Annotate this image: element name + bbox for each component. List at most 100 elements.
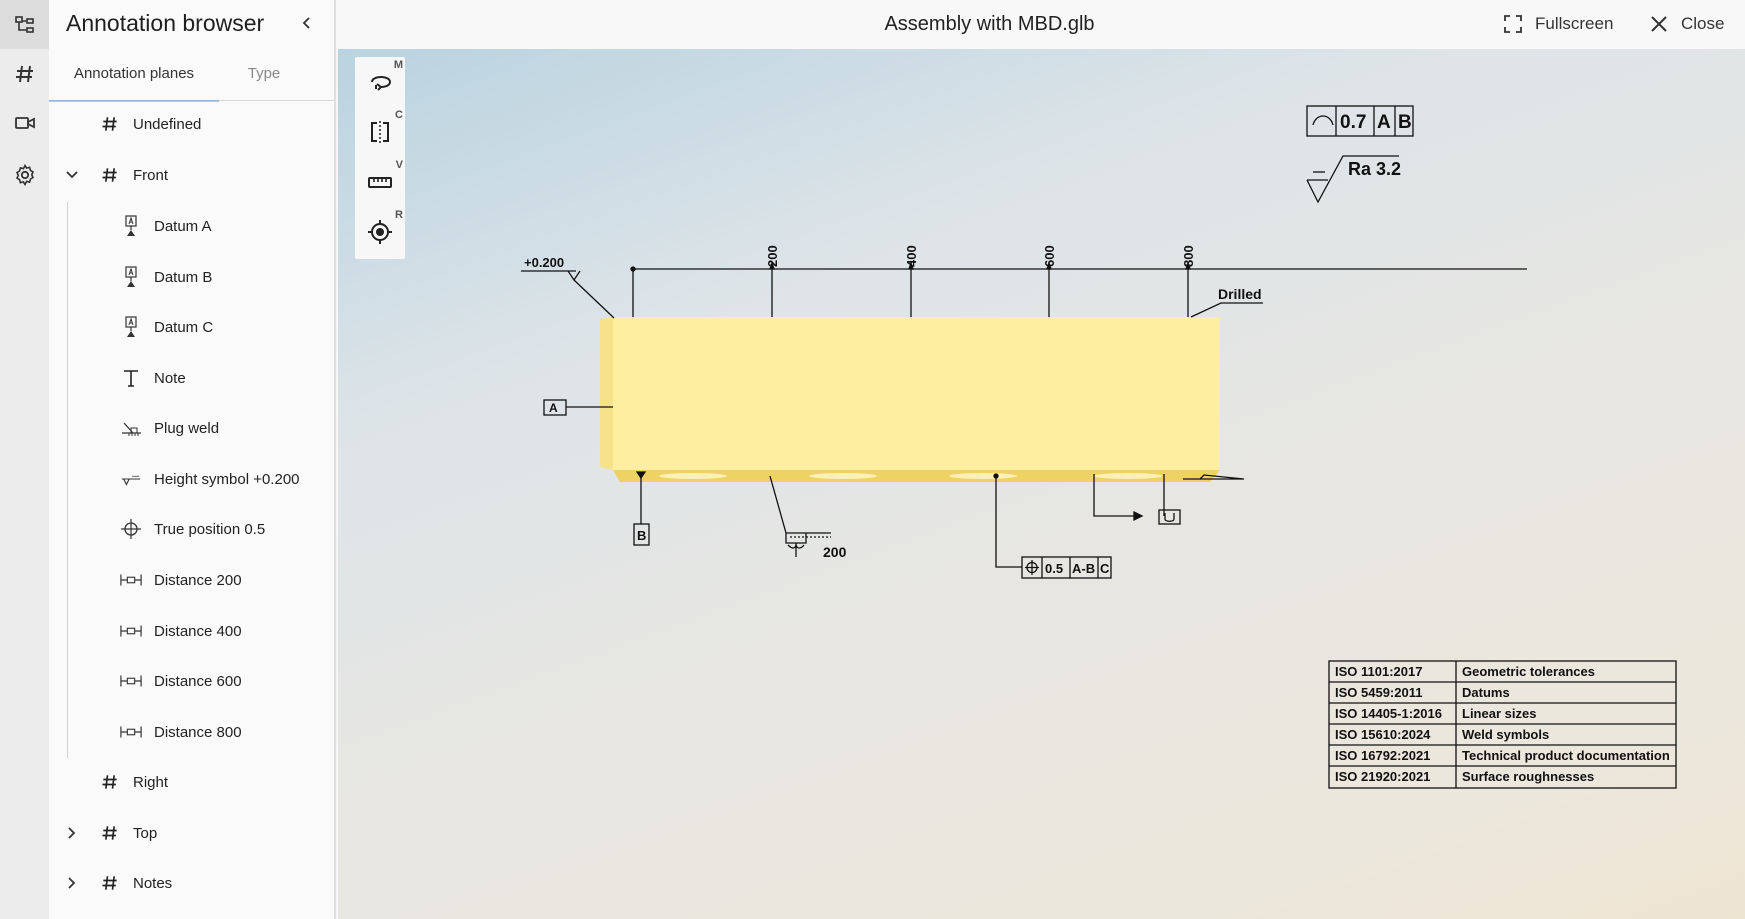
datum-icon <box>120 215 142 237</box>
weld-value-text: 200 <box>823 544 847 560</box>
hole-marker <box>1094 473 1162 479</box>
dimension-400-text: 400 <box>904 245 919 267</box>
feature-leader-annotation[interactable] <box>1093 474 1245 525</box>
standard-desc: Surface roughnesses <box>1462 769 1594 784</box>
datum-b-label: B <box>637 528 646 543</box>
tree-item-distance-800[interactable]: Distance 800 <box>49 712 334 752</box>
height-symbol-text: +0.200 <box>524 255 564 270</box>
tree-item-label: Distance 200 <box>154 571 242 589</box>
fullscreen-button[interactable]: Fullscreen <box>1503 0 1613 48</box>
tree-item-front[interactable]: Front <box>49 155 334 195</box>
standard-desc: Weld symbols <box>1462 727 1549 742</box>
clipping-tool-button[interactable]: C <box>355 107 405 157</box>
annotation-browser-button[interactable] <box>0 49 49 98</box>
tree-item-label: Plug weld <box>154 419 220 437</box>
tree-item-label: Datum B <box>154 268 213 286</box>
part-side-face <box>600 317 613 470</box>
tab-type[interactable]: Type <box>247 65 281 82</box>
tree-item-distance-600[interactable]: Distance 600 <box>49 661 334 701</box>
tree-item-undefined[interactable]: Undefined <box>49 104 334 144</box>
tree-item-top[interactable]: Top <box>49 813 334 853</box>
chevron-right-icon[interactable] <box>64 825 80 841</box>
profile-datum-b: B <box>1398 112 1412 133</box>
hash-icon <box>99 771 121 793</box>
chevron-down-icon[interactable] <box>64 167 80 183</box>
settings-button[interactable] <box>0 150 49 199</box>
camera-views-button[interactable] <box>0 98 49 147</box>
close-button[interactable]: Close <box>1649 0 1724 48</box>
surface-roughness-symbol[interactable] <box>1306 155 1399 204</box>
tree-item-distance-400[interactable]: Distance 400 <box>49 611 334 651</box>
tree-item-label: Top <box>133 824 158 842</box>
document-title: Assembly with MBD.glb <box>884 13 1095 35</box>
hole-marker <box>949 473 1017 479</box>
tab-annotation-planes[interactable]: Annotation planes <box>49 50 219 102</box>
part-front-face <box>613 317 1220 470</box>
chevron-right-icon[interactable] <box>64 875 80 891</box>
video-camera-icon <box>14 116 35 129</box>
fullscreen-label: Fullscreen <box>1535 14 1614 33</box>
datum-icon <box>120 266 142 288</box>
measure-tool-button[interactable]: V <box>355 157 405 207</box>
standard-desc: Technical product documentation <box>1462 748 1670 763</box>
plug-weld-annotation[interactable] <box>769 475 831 557</box>
tree-item-true-position[interactable]: True position 0.5 <box>49 509 334 549</box>
tree-item-notes[interactable]: Notes <box>49 863 334 903</box>
datum-b-annotation[interactable] <box>633 471 650 546</box>
section-plane-icon <box>371 121 389 143</box>
hash-icon <box>99 113 121 135</box>
tree-item-datum-a[interactable]: Datum A <box>49 206 334 246</box>
distance-icon <box>120 569 142 591</box>
model-scene: +0.200 200 400 600 800 Drilled A B 200 0… <box>521 105 1677 789</box>
model-tree-button[interactable] <box>0 0 49 49</box>
standard-code: ISO 14405-1:2016 <box>1335 706 1442 721</box>
hierarchy-icon <box>14 15 34 33</box>
tree-item-plug-weld[interactable]: Plug weld <box>49 408 334 448</box>
shortcut-key: R <box>395 209 403 221</box>
shortcut-key: C <box>395 109 403 121</box>
tree-item-label: Distance 600 <box>154 672 242 690</box>
hash-icon <box>15 65 33 82</box>
3d-viewport[interactable]: +0.200 200 400 600 800 Drilled A B 200 0… <box>338 49 1745 919</box>
orbit-tool-button[interactable]: M <box>355 57 405 107</box>
tree-item-right[interactable]: Right <box>49 762 334 802</box>
viewport-toolbar: M C V R <box>355 57 405 259</box>
drilled-note-text: Drilled <box>1218 286 1262 302</box>
hole-marker <box>809 473 877 479</box>
part-bottom-edge <box>613 470 1220 482</box>
tree-item-distance-200[interactable]: Distance 200 <box>49 560 334 600</box>
true-position-datum-c: C <box>1100 561 1110 576</box>
tree-item-height-symbol[interactable]: Height symbol +0.200 <box>49 459 334 499</box>
roughness-text: Ra 3.2 <box>1348 159 1401 179</box>
part-body[interactable] <box>600 317 1220 482</box>
tree-item-label: Undefined <box>133 115 202 133</box>
true-position-datums: A-B <box>1072 561 1095 576</box>
profile-tolerance-frame[interactable] <box>1306 105 1414 137</box>
drilled-note-annotation[interactable] <box>1190 302 1263 318</box>
standard-desc: Linear sizes <box>1462 706 1536 721</box>
icon-rail <box>0 0 49 919</box>
datum-icon <box>120 316 142 338</box>
true-position-icon <box>120 518 142 540</box>
standard-code: ISO 16792:2021 <box>1335 748 1430 763</box>
profile-datum-a: A <box>1377 112 1391 133</box>
datum-a-annotation[interactable] <box>543 399 613 416</box>
tree-item-label: Distance 800 <box>154 723 242 741</box>
tree-item-note[interactable]: Note <box>49 358 334 398</box>
tree-item-label: Height symbol +0.200 <box>154 470 300 488</box>
standard-code: ISO 5459:2011 <box>1335 685 1422 700</box>
tree-item-datum-c[interactable]: Datum C <box>49 307 334 347</box>
tree-item-label: Datum A <box>154 217 212 235</box>
ruler-icon <box>368 177 392 188</box>
ordinate-dimensions[interactable] <box>630 260 1527 317</box>
recenter-tool-button[interactable]: R <box>355 207 405 257</box>
true-position-annotation[interactable] <box>993 473 1112 579</box>
hash-icon <box>99 164 121 186</box>
height-symbol-annotation[interactable] <box>521 270 615 319</box>
shortcut-key: V <box>395 159 403 171</box>
collapse-panel-button[interactable] <box>294 10 320 36</box>
panel-tabs: Annotation planes Type <box>49 50 334 102</box>
fullscreen-icon <box>1504 15 1522 33</box>
distance-icon <box>120 620 142 642</box>
tree-item-datum-b[interactable]: Datum B <box>49 257 334 297</box>
